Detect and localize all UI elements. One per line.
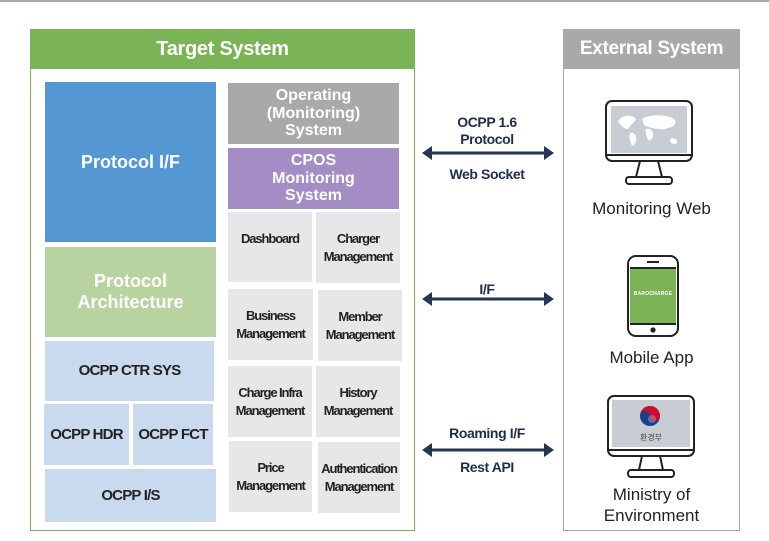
protocol-architecture-label-1: Protocol xyxy=(93,271,167,292)
module-label: Price xyxy=(257,459,284,475)
cpos-monitoring-system-block: CPOS Monitoring System xyxy=(228,148,399,209)
monitor-ministry-logo-icon xyxy=(607,395,695,478)
ocpp-hdr-label: OCPP HDR xyxy=(50,425,123,443)
external-item-monitoring-web-label: Monitoring Web xyxy=(592,199,711,218)
module-label: Management xyxy=(323,248,394,264)
operating-system-label-3: System xyxy=(285,122,342,140)
mobile-app-screen-text: BAROCHARGE xyxy=(633,291,673,297)
ocpp-fct-label: OCPP FCT xyxy=(138,425,208,443)
operating-monitoring-system-block: Operating (Monitoring) System xyxy=(228,83,399,144)
module-label: Management xyxy=(236,325,306,341)
double-arrow-icon xyxy=(422,443,554,457)
module-dashboard: Dashboard xyxy=(228,212,312,282)
module-label: Management xyxy=(236,477,306,493)
module-label: Dashboard xyxy=(240,231,300,246)
smartphone-app-icon xyxy=(627,255,679,337)
ocpp-ctr-sys-block: OCPP CTR SYS xyxy=(45,341,214,401)
ocpp-fct-block: OCPP FCT xyxy=(133,404,213,465)
module-label: Charger xyxy=(336,231,380,246)
module-label: Management xyxy=(323,402,394,418)
external-system-title: External System xyxy=(563,29,740,69)
module-label: Management xyxy=(324,478,395,494)
top-divider xyxy=(0,0,769,2)
protocol-architecture-block: Protocol Architecture xyxy=(45,247,216,337)
external-item-ministry-label: Ministry of Environment xyxy=(563,484,740,527)
cpos-label-1: CPOS xyxy=(290,151,337,169)
connection-3-label-bottom: Rest API xyxy=(460,459,514,475)
ocpp-ctr-sys-label: OCPP CTR SYS xyxy=(78,362,182,380)
connection-1-label-top: OCPP 1.6 Protocol xyxy=(417,114,557,148)
module-label: Management xyxy=(325,326,396,342)
ocpp-hdr-block: OCPP HDR xyxy=(44,404,129,465)
target-system-title: Target System xyxy=(30,29,415,69)
module-label: History xyxy=(339,384,377,400)
ministry-label-2: Environment xyxy=(603,506,700,526)
monitor-world-map-icon xyxy=(605,100,693,185)
connection-label: Protocol xyxy=(460,130,514,147)
module-label: Business xyxy=(245,307,296,323)
ministry-label-1: Ministry of xyxy=(612,485,691,504)
ocpp-is-block: OCPP I/S xyxy=(45,469,216,522)
connection-2-label-top: I/F xyxy=(479,281,495,297)
module-label: Charge Infra xyxy=(238,384,302,400)
connection-label: OCPP 1.6 xyxy=(457,114,517,130)
ocpp-is-label: OCPP I/S xyxy=(101,486,160,504)
double-arrow-icon xyxy=(422,292,554,306)
cpos-label-2: Monitoring xyxy=(272,169,355,187)
protocol-architecture-label-2: Architecture xyxy=(77,292,184,312)
cpos-label-3: System xyxy=(285,187,342,205)
module-label: Member xyxy=(338,308,382,324)
external-item-mobile-app-label: Mobile App xyxy=(609,348,694,367)
protocol-if-label: Protocol I/F xyxy=(81,151,180,172)
module-label: Management xyxy=(235,402,306,418)
connection-3-label-top: Roaming I/F xyxy=(449,425,525,441)
operating-system-label-2: (Monitoring) xyxy=(266,104,361,122)
module-label: Authentication xyxy=(321,460,398,476)
ministry-screen-text: 환경부 xyxy=(639,433,663,442)
double-arrow-icon xyxy=(422,146,554,160)
protocol-if-block: Protocol I/F xyxy=(45,82,216,242)
operating-system-label-1: Operating xyxy=(275,86,352,104)
connection-1-label-bottom: Web Socket xyxy=(449,166,525,182)
